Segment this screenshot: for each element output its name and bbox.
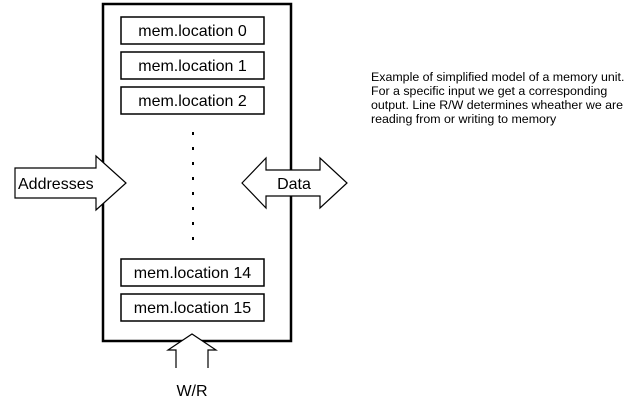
addresses-label: Addresses [18,176,94,193]
mem-location-label-1: mem.location 1 [138,58,247,75]
wr-label: W/R [176,383,207,400]
data-bidirectional-arrow [241,156,348,210]
mem-location-box-0 [120,16,265,45]
ellipsis-dots [192,132,194,240]
mem-location-label-2: mem.location 2 [138,93,247,110]
data-label: Data [277,176,311,193]
mem-location-label-0: mem.location 0 [138,23,247,40]
mem-location-box-2 [120,86,265,115]
mem-location-box-14 [120,258,265,287]
diagram-caption: Example of simplified model of a memory … [371,70,625,126]
mem-location-label-15: mem.location 15 [134,300,251,317]
mem-location-box-15 [120,293,265,322]
mem-location-box-1 [120,51,265,80]
addresses-arrow [14,154,127,212]
wr-arrow [166,333,218,368]
mem-location-label-14: mem.location 14 [134,265,251,282]
